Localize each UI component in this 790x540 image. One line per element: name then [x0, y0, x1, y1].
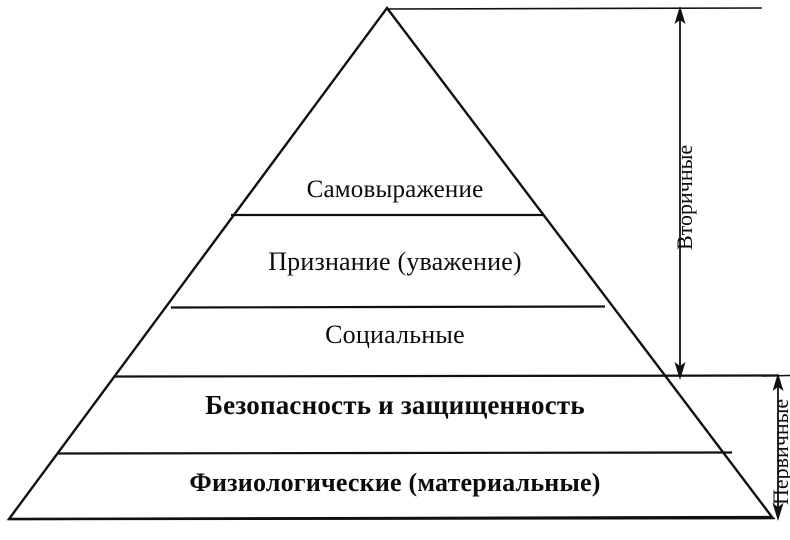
group-label-primary: Первичные: [768, 398, 790, 505]
divider-safety-physiological: [56, 451, 733, 455]
level-label-self-actualization: Самовыражение: [306, 176, 484, 203]
apex-reference-line: [386, 7, 763, 10]
group-label-secondary: Вторичные: [672, 144, 697, 250]
level-label-social: Социальные: [325, 320, 465, 349]
level-label-safety: Безопасность и защищенность: [205, 390, 585, 420]
pyramid-outline: [6, 5, 775, 521]
primary-span-arrow: [772, 373, 784, 521]
level-label-physiological: Физиологические (материальные): [189, 468, 601, 497]
divider-social-safety: [114, 374, 779, 378]
primary-top-tick: [761, 374, 790, 377]
pyramid-base-line: [8, 517, 776, 521]
level-label-esteem: Признание (уважение): [268, 247, 522, 276]
divider-esteem-social: [170, 305, 606, 309]
secondary-span-arrow: [674, 6, 686, 380]
